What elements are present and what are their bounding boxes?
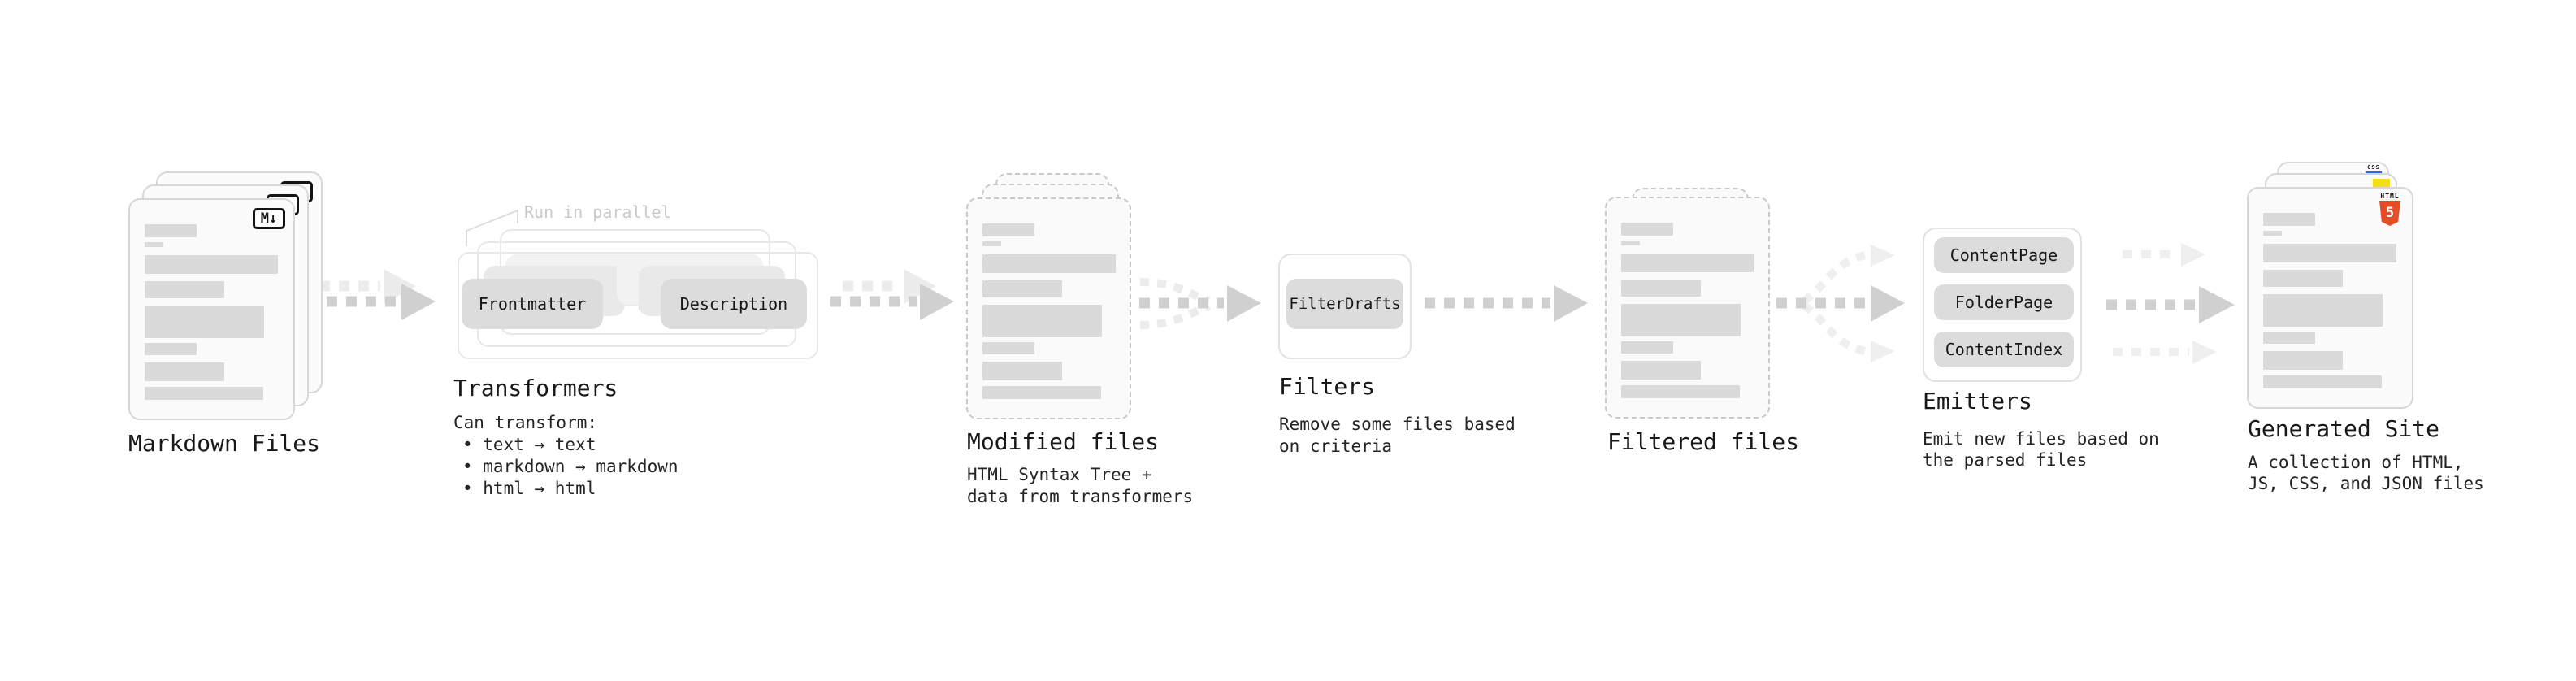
- filters-title: Filters: [1279, 373, 1376, 400]
- transformers-bullet: • markdown → markdown: [462, 457, 679, 476]
- run-in-parallel-label: Run in parallel: [524, 202, 671, 222]
- placeholder-text-bar: [145, 255, 278, 274]
- placeholder-text-bar: [2263, 213, 2315, 226]
- placeholder-text-bar: [145, 224, 197, 237]
- subtitle-line: A collection of HTML,: [2248, 453, 2464, 472]
- placeholder-text-bar: [145, 242, 163, 247]
- placeholder-text-bar: [2263, 244, 2396, 262]
- modified-files-subtitle: HTML Syntax Tree + data from transformer…: [967, 464, 1193, 508]
- folder-page-pill: FolderPage: [1934, 284, 2074, 320]
- subtitle-line: Remove some files based: [1279, 414, 1516, 434]
- placeholder-text-bar: [982, 342, 1034, 354]
- filtered-file-card-front: [1605, 197, 1770, 419]
- placeholder-text-bar: [1621, 341, 1673, 354]
- placeholder-text-bar: [2263, 332, 2315, 344]
- placeholder-text-bar: [1621, 304, 1741, 336]
- placeholder-text-bar: [982, 362, 1062, 380]
- placeholder-text-bar: [2263, 294, 2383, 327]
- placeholder-text-bar: [982, 254, 1116, 273]
- placeholder-text-bar: [982, 223, 1034, 236]
- subtitle-line: HTML Syntax Tree +: [967, 465, 1152, 484]
- arrow-filtered-to-emitters-icon: [1776, 245, 1905, 362]
- arrow-emitters-to-site-icon: [2106, 243, 2235, 364]
- placeholder-text-bar: [1621, 280, 1701, 297]
- filter-drafts-pill: FilterDrafts: [1286, 279, 1403, 329]
- transformers-bullet: • text → text: [462, 435, 596, 454]
- css-icon: CSS: [2366, 165, 2382, 174]
- arrow-filters-to-filtered-icon: [1425, 285, 1588, 322]
- placeholder-text-bar: [1621, 241, 1640, 245]
- html5-icon: HTML 5: [2379, 193, 2401, 226]
- content-page-pill: ContentPage: [1934, 237, 2074, 273]
- arrow-modified-to-filters-icon: [1139, 278, 1261, 329]
- transformers-description: Can transform: • text → text • markdown …: [453, 412, 679, 500]
- site-file-card-html: HTML 5: [2247, 187, 2413, 409]
- css-icon-label: CSS: [2367, 164, 2380, 171]
- filters-subtitle: Remove some files based on criteria: [1279, 414, 1516, 458]
- arrow-transformers-to-modified-icon: [830, 269, 954, 320]
- placeholder-text-bar: [2263, 270, 2343, 287]
- placeholder-text-bar: [145, 281, 224, 298]
- markdown-file-card-front: M↓: [128, 198, 295, 420]
- transformers-title: Transformers: [453, 375, 618, 401]
- placeholder-text-bar: [1621, 223, 1673, 236]
- markdown-files-title: Markdown Files: [128, 430, 321, 457]
- filtered-files-title: Filtered files: [1607, 428, 1800, 455]
- placeholder-text-bar: [1621, 254, 1754, 272]
- placeholder-text-bar: [982, 241, 1001, 246]
- transformers-desc-heading: Can transform:: [453, 413, 598, 432]
- placeholder-text-bar: [982, 305, 1102, 337]
- generated-site-subtitle: A collection of HTML, JS, CSS, and JSON …: [2248, 452, 2484, 494]
- placeholder-text-bar: [2263, 231, 2282, 236]
- modified-file-card-front: [966, 197, 1131, 419]
- subtitle-line: on criteria: [1279, 436, 1393, 456]
- generated-site-title: Generated Site: [2248, 415, 2440, 442]
- frontmatter-pill: Frontmatter: [462, 279, 603, 329]
- subtitle-line: data from transformers: [967, 487, 1194, 506]
- placeholder-text-bar: [145, 362, 224, 381]
- html5-shield-icon: 5: [2379, 201, 2400, 226]
- placeholder-text-bar: [982, 386, 1101, 399]
- html5-icon-number: 5: [2385, 205, 2395, 221]
- markdown-icon: M↓: [253, 208, 285, 229]
- description-pill: Description: [661, 279, 807, 329]
- placeholder-text-bar: [2263, 351, 2343, 370]
- transformer-frame-front: [458, 252, 818, 359]
- modified-files-title: Modified files: [967, 428, 1160, 455]
- content-index-pill: ContentIndex: [1934, 332, 2074, 367]
- placeholder-text-bar: [1621, 385, 1740, 398]
- emitters-subtitle: Emit new files based on the parsed files: [1923, 428, 2159, 471]
- placeholder-text-bar: [982, 280, 1062, 297]
- subtitle-line: Emit new files based on: [1923, 429, 2159, 449]
- placeholder-text-bar: [145, 343, 197, 355]
- transformers-bullet: • html → html: [462, 479, 596, 498]
- js-icon: [2373, 179, 2390, 189]
- subtitle-line: JS, CSS, and JSON files: [2248, 474, 2484, 493]
- placeholder-text-bar: [1621, 361, 1701, 380]
- emitters-title: Emitters: [1923, 388, 2032, 414]
- html5-icon-word: HTML: [2380, 193, 2400, 200]
- arrow-markdown-to-transformers-icon: [307, 269, 436, 320]
- placeholder-text-bar: [2263, 375, 2382, 388]
- subtitle-line: the parsed files: [1923, 450, 2088, 470]
- placeholder-text-bar: [145, 387, 263, 400]
- placeholder-text-bar: [145, 306, 264, 338]
